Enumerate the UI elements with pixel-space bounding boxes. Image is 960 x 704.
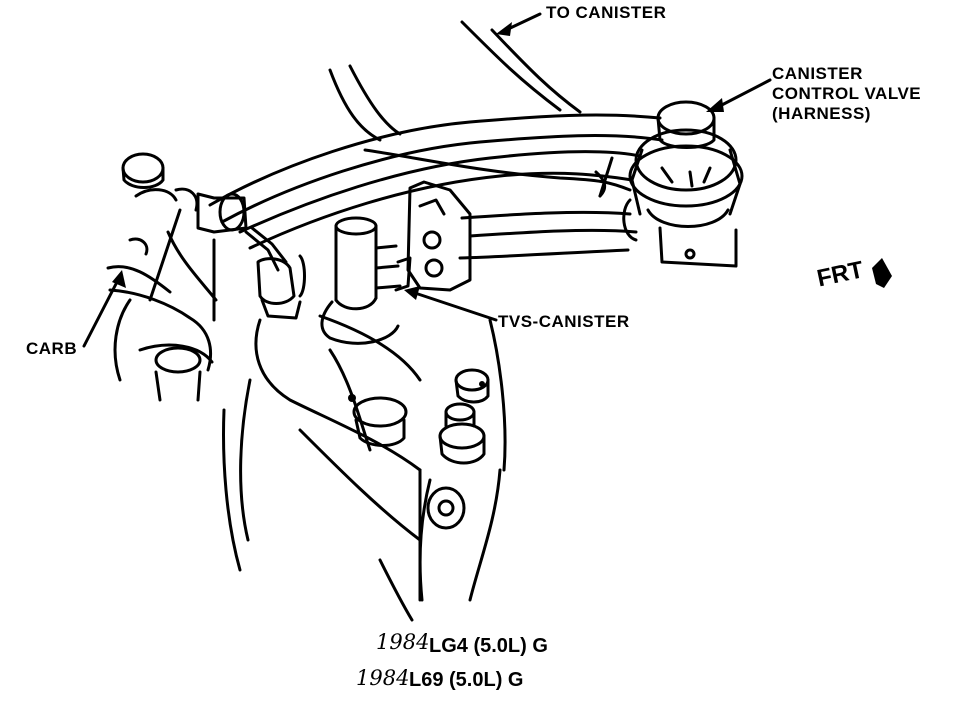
- arrowhead-tvs: [404, 286, 420, 300]
- front-arrow-icon: [872, 258, 892, 288]
- to-canister-label: TO CANISTER: [546, 3, 667, 22]
- tvs-canister-label: TVS-CANISTER: [498, 312, 630, 331]
- carb-label: CARB: [26, 339, 78, 358]
- canister-control-valve-label: CANISTER CONTROL VALVE (HARNESS): [772, 64, 921, 124]
- application-year-1: 1984: [376, 630, 430, 654]
- arrowhead-carb: [112, 270, 126, 288]
- tvs-switch: [298, 216, 402, 345]
- manifold-bolts: [418, 318, 507, 602]
- carburetor-body: [106, 152, 248, 402]
- leader-lines: [82, 12, 772, 348]
- intake-manifold: [222, 314, 422, 622]
- canister-control-valve-line-3: (HARNESS): [772, 104, 871, 123]
- arrowhead-to-canister: [496, 22, 512, 36]
- canister-control-valve-line-2: CONTROL VALVE: [772, 84, 922, 103]
- application-engine-2: L69 (5.0L) G: [409, 669, 524, 691]
- vacuum-fitting: [244, 226, 302, 320]
- application-engine-1: LG4 (5.0L) G: [429, 635, 548, 657]
- canister-hoses: [208, 20, 664, 260]
- canister-control-valve-line-1: CANISTER: [772, 64, 863, 83]
- hose-junction: [394, 180, 472, 292]
- arrowhead-valve: [706, 98, 724, 112]
- application-year-2: 1984: [356, 666, 410, 690]
- canister-control-valve: [622, 100, 744, 268]
